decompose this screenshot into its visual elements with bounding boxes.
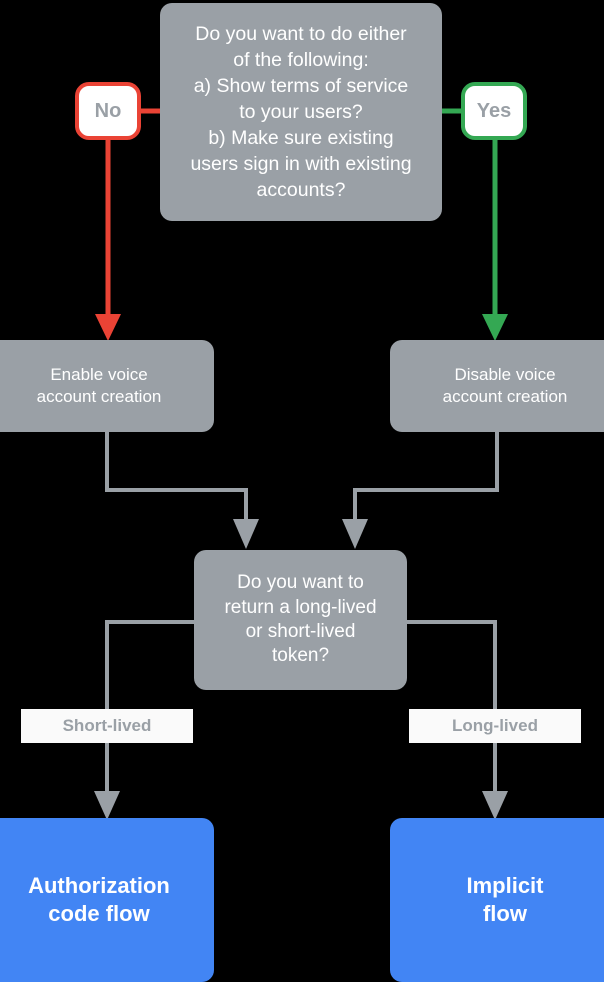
implicit-flow-text: Implicit flow [466,872,544,926]
disable-voice-account-creation-text: Disable voice account creation [442,365,568,406]
arrowhead-disable-to-token [342,519,368,549]
edge-label-short-lived: Short-lived [21,709,193,743]
top-decision-node[interactable]: Do you want to do either of the followin… [160,3,442,221]
token-decision-text: Do you want to return a long-lived or sh… [224,572,377,667]
edge-token-to-authorization [105,620,194,792]
branch-badge-yes[interactable]: Yes [461,82,527,140]
edge-label-long-lived: Long-lived [409,709,581,743]
token-decision-node[interactable]: Do you want to return a long-lived or sh… [194,550,407,690]
disable-voice-account-creation-node[interactable]: Disable voice account creation [390,340,604,432]
edge-token-to-implicit [407,620,497,792]
enable-voice-account-creation-text: Enable voice account creation [36,365,162,406]
branch-badge-no-label: No [94,99,122,122]
arrowhead-token-to-implicit [482,791,508,820]
arrowhead-enable-to-token [233,519,259,549]
edge-disable-to-token [353,432,499,520]
branch-badge-yes-label: Yes [476,99,512,122]
authorization-code-flow-text: Authorization code flow [28,872,170,926]
top-decision-text: Do you want to do either of the followin… [190,22,412,202]
arrowhead-no-to-enable [95,314,121,341]
arrowhead-yes-to-disable [482,314,508,341]
arrowhead-token-to-authorization [94,791,120,820]
authorization-code-flow-node[interactable]: Authorization code flow [0,818,214,982]
edge-label-short-lived-text: Short-lived [62,716,152,735]
edge-label-long-lived-text: Long-lived [452,716,538,735]
edge-enable-to-token [105,432,248,520]
implicit-flow-node[interactable]: Implicit flow [390,818,604,982]
branch-badge-no[interactable]: No [75,82,141,140]
enable-voice-account-creation-node[interactable]: Enable voice account creation [0,340,214,432]
